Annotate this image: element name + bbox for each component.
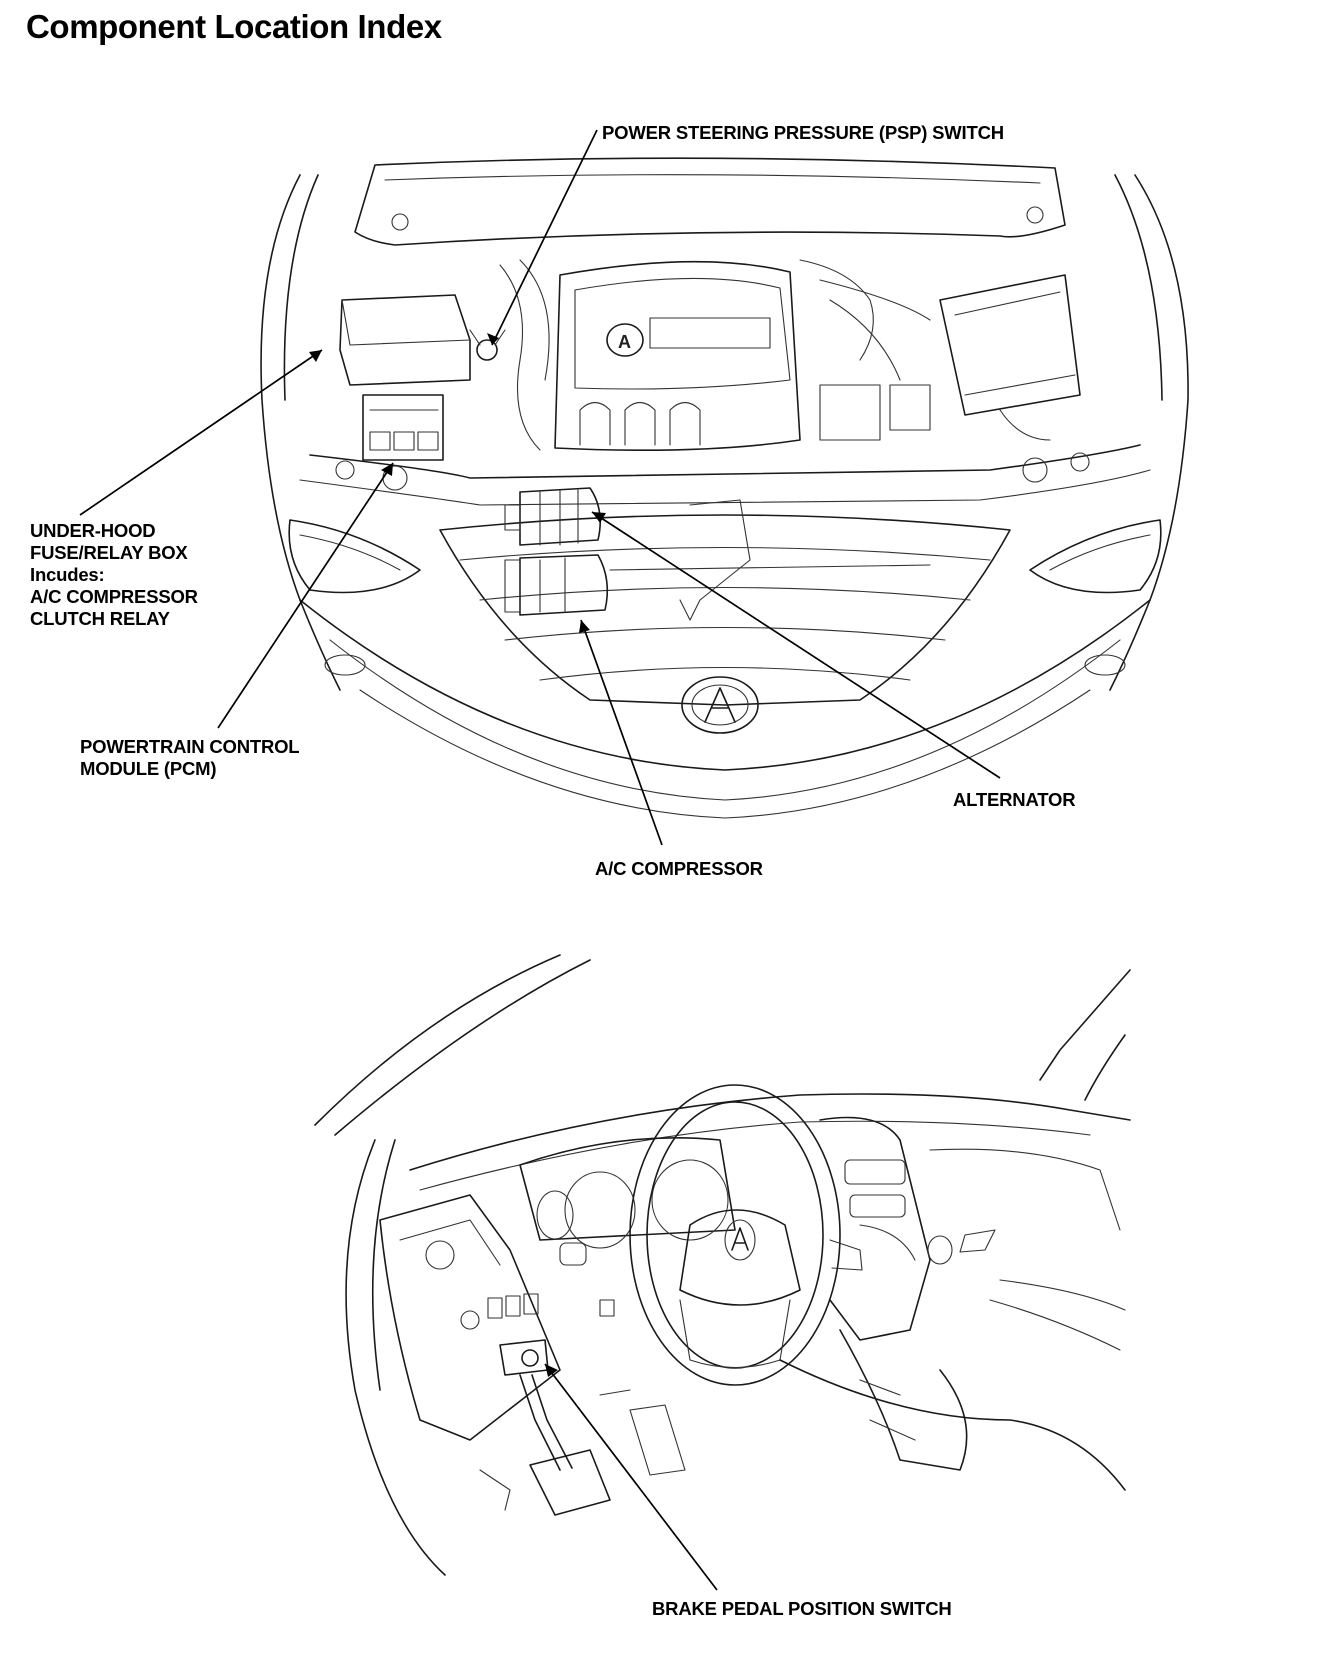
car-front-outline	[260, 157, 1189, 819]
fuse-relay-box-label: UNDER-HOOD FUSE/RELAY BOX Incudes: A/C C…	[30, 520, 198, 630]
fuse-box-line-4: A/C COMPRESSOR	[30, 586, 198, 607]
engine-cover-logo: A	[618, 332, 631, 352]
brake-pedal-switch-label: BRAKE PEDAL POSITION SWITCH	[652, 1598, 952, 1619]
dashboard-outline	[314, 954, 1131, 1576]
fuse-box-line-5: CLUTCH RELAY	[30, 608, 170, 629]
pcm-line-1: POWERTRAIN CONTROL	[80, 736, 300, 757]
pcm-label: POWERTRAIN CONTROL MODULE (PCM)	[80, 736, 300, 780]
fuse-box-line-1: UNDER-HOOD	[30, 520, 156, 541]
engine-components: A	[339, 259, 1081, 734]
dashboard-leader-lines	[544, 1363, 718, 1591]
alternator-label: ALTERNATOR	[953, 789, 1076, 810]
fuse-box-line-2: FUSE/RELAY BOX	[30, 542, 188, 563]
ac-compressor-label: A/C COMPRESSOR	[595, 858, 763, 879]
psp-switch-label: POWER STEERING PRESSURE (PSP) SWITCH	[602, 122, 1004, 143]
fuse-box-line-3: Incudes:	[30, 564, 105, 585]
engine-leader-lines	[79, 129, 1001, 846]
pcm-line-2: MODULE (PCM)	[80, 758, 217, 779]
page-title: Component Location Index	[26, 8, 442, 45]
